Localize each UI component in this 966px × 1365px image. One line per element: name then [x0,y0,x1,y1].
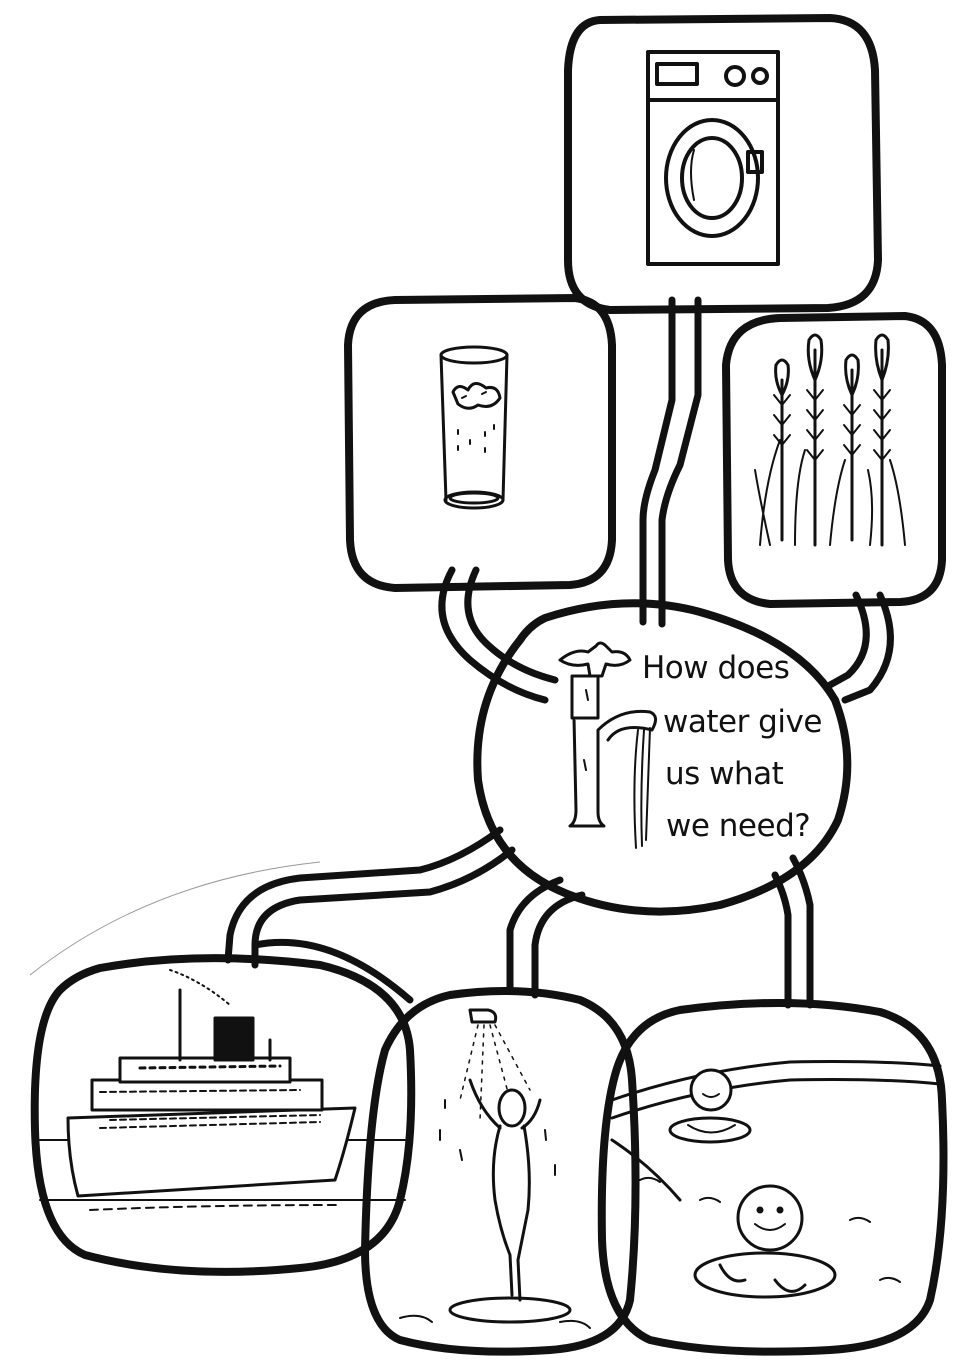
pipe-swimming [793,858,810,1005]
central-question-bubble: How does water give us what we need? [477,603,847,911]
washing-machine-icon [648,52,778,264]
question-line-1: How does [642,650,789,686]
bubble-glass [348,298,612,588]
shower-icon [400,1010,590,1328]
pipe-washing-machine [643,300,672,622]
ship-icon [40,970,405,1210]
bubble-wheat [726,316,942,604]
question-line-3: us what [665,756,784,792]
bubble-ship [35,958,412,1272]
question-line-2: water give [663,704,822,740]
swimming-pool-icon [612,1062,940,1298]
question-line-4: we need? [666,808,810,844]
glass-of-water-icon [441,347,507,508]
bubble-swimming [602,1003,944,1352]
wheat-icon [755,335,905,545]
bubble-washing-machine [568,18,878,310]
